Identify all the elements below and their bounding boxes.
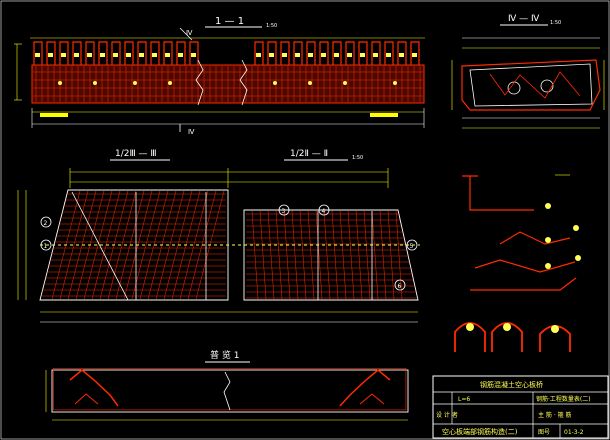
plan-left-title: 1/2Ⅲ — Ⅲ [115, 149, 157, 159]
tb-table: 钢筋·工程数量表(二) [536, 395, 591, 403]
stirrup-comb [33, 41, 420, 65]
elevation-view: 1 — 1 1:50 Ⅳ Ⅳ [14, 16, 425, 136]
rebar-details [462, 174, 581, 291]
svg-text:1: 1 [44, 243, 48, 250]
section-mark-iv-top: Ⅳ [186, 29, 193, 37]
plan-right-mesh [246, 210, 418, 300]
marker-3: 3 [278, 204, 290, 216]
marker-2: 2 [40, 216, 52, 228]
elevation-scale: 1:50 [266, 23, 277, 29]
slab-rebar-mesh [33, 66, 423, 102]
stirrup-details [454, 322, 571, 352]
plan-scale: 1:50 [352, 155, 363, 161]
section-iv-scale: 1:50 [550, 20, 561, 26]
marker-5: 5 [406, 239, 418, 251]
svg-text:6: 6 [398, 283, 402, 290]
elevation-title: 1 — 1 [215, 16, 244, 27]
svg-text:3: 3 [282, 208, 286, 215]
tb-drawing-no: 01-3-2 [564, 429, 584, 436]
tb-drawing-title: 空心板端部钢筋构造(二) [442, 427, 518, 436]
bottom-view-title: 普 览 1 [210, 349, 239, 361]
plan-right-title: 1/2Ⅱ — Ⅱ [290, 149, 328, 159]
section-iv-view: Ⅳ — Ⅳ 1:50 [451, 14, 605, 129]
section-mark-iv: Ⅳ [188, 128, 195, 136]
tb-designer-label: 设 计 者 [436, 411, 458, 419]
svg-text:2: 2 [44, 220, 48, 227]
marker-1: 1 [40, 239, 52, 251]
tb-span: L=6 [458, 396, 470, 403]
marker-6: 6 [394, 279, 406, 291]
tb-drawing-no-label: 图号 [538, 429, 550, 436]
svg-text:5: 5 [410, 243, 414, 250]
plan-view: 1/2Ⅲ — Ⅲ 1/2Ⅱ — Ⅱ 1:50 1 2 [17, 149, 420, 323]
svg-text:4: 4 [322, 208, 326, 215]
plan-left-mesh [41, 190, 226, 301]
tb-project: 钢筋混凝土空心板桥 [480, 380, 543, 389]
marker-4: 4 [318, 204, 330, 216]
tb-rebar-note: 主 筋 · 箍 筋 [538, 411, 572, 419]
section-iv-title: Ⅳ — Ⅳ [508, 14, 540, 24]
title-block: 钢筋混凝土空心板桥 L=6 钢筋·工程数量表(二) 设 计 者 主 筋 · 箍 … [432, 375, 609, 439]
bottom-view: 普 览 1 [45, 349, 409, 421]
